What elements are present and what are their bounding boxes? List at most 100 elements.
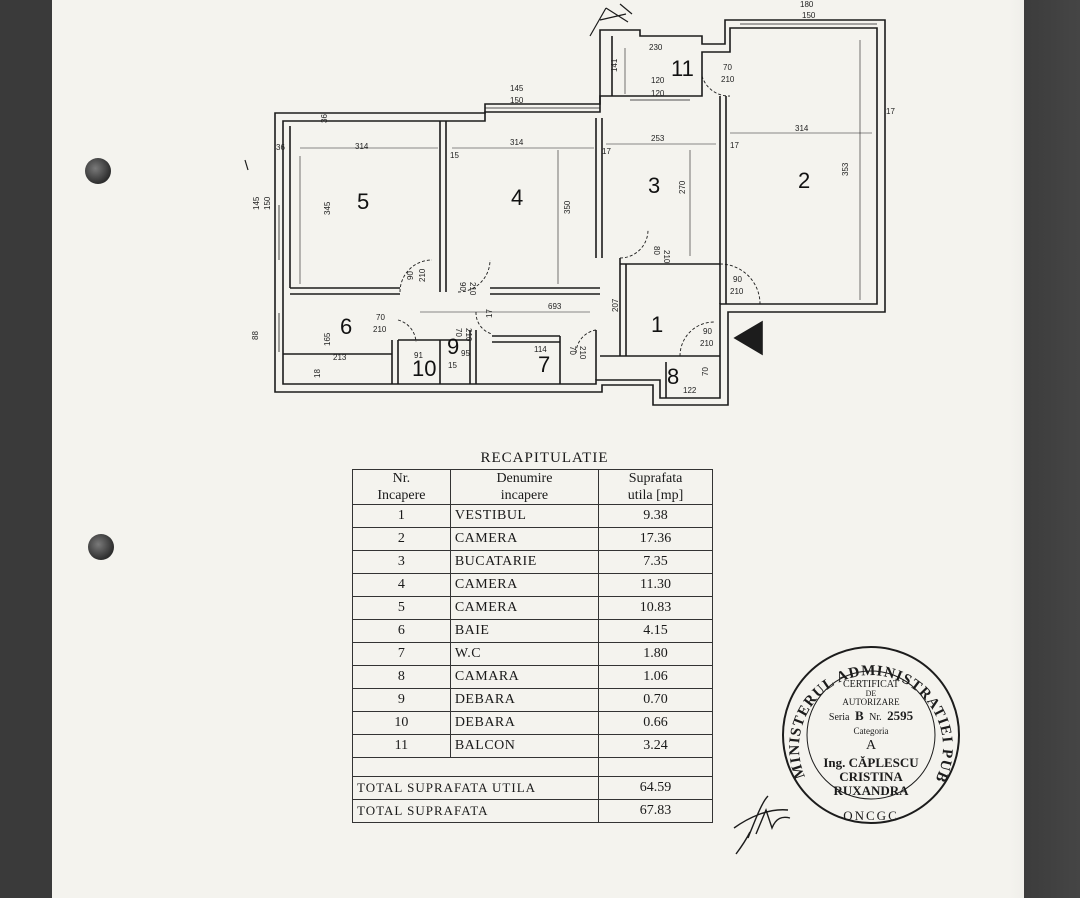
- room-name: VESTIBUL: [449, 504, 600, 528]
- stamp-line1: CERTIFICAT: [843, 679, 899, 690]
- dim-label: 314: [795, 124, 809, 133]
- room-name: CAMARA: [449, 665, 600, 689]
- dim-label: 17: [886, 107, 895, 116]
- room-nr: 3: [352, 550, 451, 574]
- room-area: 3.24: [598, 734, 713, 758]
- room-number-10: 10: [412, 356, 436, 381]
- room-number-5: 5: [357, 189, 369, 214]
- page-shadow: [1010, 0, 1080, 898]
- dim-label: 230: [649, 43, 663, 52]
- room-nr: 2: [352, 527, 451, 551]
- room-nr: 10: [352, 711, 451, 735]
- dim-label: 145: [510, 84, 524, 93]
- stamp-line2: DE: [866, 689, 877, 698]
- dim-label: 80: [652, 246, 661, 255]
- dim-label: 17: [602, 147, 611, 156]
- dim-label: 210: [373, 325, 387, 334]
- room-area: 17.36: [598, 527, 713, 551]
- dim-label: 90: [406, 271, 415, 280]
- authorization-stamp: MINISTERUL ADMINISTRATIEI PUBLICE CERTIF…: [778, 642, 960, 824]
- stamp-serie: B: [855, 708, 864, 723]
- room-number-11: 11: [671, 56, 694, 81]
- room-nr: 1: [352, 504, 451, 528]
- dim-label: 207: [611, 298, 620, 312]
- header-nr-line1: Nr.: [392, 471, 411, 486]
- room-name: CAMERA: [449, 573, 600, 597]
- dim-label: 90: [458, 282, 467, 291]
- room-area: 7.35: [598, 550, 713, 574]
- room-name: DEBARA: [449, 688, 600, 712]
- header-den-line2: incapere: [500, 488, 549, 503]
- dim-label: 165: [323, 332, 332, 346]
- dim-label: 15: [450, 151, 459, 160]
- room-number-4: 4: [511, 185, 523, 210]
- stamp-org: ONCGC: [843, 808, 899, 823]
- stamp-categoria: Categoria: [854, 726, 889, 736]
- dim-label: 36: [276, 143, 285, 152]
- dim-label: 253: [651, 134, 665, 143]
- dim-label: 91: [414, 351, 423, 360]
- table-title: RECAPITULATIE: [480, 450, 609, 466]
- header-sup-line2: utila [mp]: [627, 488, 684, 503]
- room-number-8: 8: [667, 364, 679, 389]
- dim-label: 88: [251, 331, 260, 340]
- dim-label: 350: [563, 200, 572, 214]
- dim-label: 36: [320, 114, 329, 123]
- room-nr: 9: [352, 688, 451, 712]
- dim-label: 210: [464, 328, 473, 342]
- dim-label: 90: [703, 327, 712, 336]
- dim-label: 70: [568, 346, 577, 355]
- header-nr-line2: Incapere: [377, 488, 426, 503]
- room-number-1: 1: [651, 312, 663, 337]
- total-value: 67.83: [598, 799, 713, 823]
- stamp-name1: Ing. CĂPLESCU: [823, 755, 919, 770]
- dim-label: 210: [721, 75, 735, 84]
- header-suprafata: Suprafata utila [mp]: [598, 469, 713, 505]
- punch-hole-bottom: [88, 534, 114, 560]
- dim-label: 141: [610, 58, 619, 72]
- dim-label: 150: [263, 196, 272, 210]
- dim-label: 18: [313, 369, 322, 378]
- dim-label: 95: [461, 349, 470, 358]
- dim-label: 70: [454, 328, 463, 337]
- total-utila-label: TOTAL SUPRAFATA UTILA: [351, 776, 600, 800]
- room-name: BALCON: [449, 734, 600, 758]
- dim-label: 270: [678, 180, 687, 194]
- room-area: 0.66: [598, 711, 713, 735]
- dim-label: 210: [730, 287, 744, 296]
- dim-label: 180: [800, 0, 814, 9]
- signature-mark: [733, 795, 791, 855]
- dim-label: 345: [323, 201, 332, 215]
- stamp-categoria-value: A: [866, 738, 877, 753]
- stamp-line3: AUTORIZARE: [842, 697, 900, 707]
- room-area: 1.06: [598, 665, 713, 689]
- room-name: BAIE: [449, 619, 600, 643]
- dim-label: 120: [651, 89, 665, 98]
- svg-text:Seria B Nr.: Seria B Nr. 2595: [829, 708, 914, 723]
- dim-label: 145: [252, 196, 261, 210]
- header-denumire: Denumire incapere: [449, 469, 600, 505]
- room-number-3: 3: [648, 173, 660, 198]
- table-spacer-row: [351, 757, 713, 777]
- room-area: 9.38: [598, 504, 713, 528]
- punch-hole-top: [85, 158, 111, 184]
- room-name: W.C: [449, 642, 600, 666]
- room-number-7: 7: [538, 352, 550, 377]
- room-nr: 8: [352, 665, 451, 689]
- dim-label: 210: [468, 282, 477, 296]
- total-utila-value: 64.59: [598, 776, 713, 800]
- dim-label: 210: [578, 346, 587, 360]
- room-area: 11.30: [598, 573, 713, 597]
- header-sup-line1: Suprafata: [628, 471, 683, 486]
